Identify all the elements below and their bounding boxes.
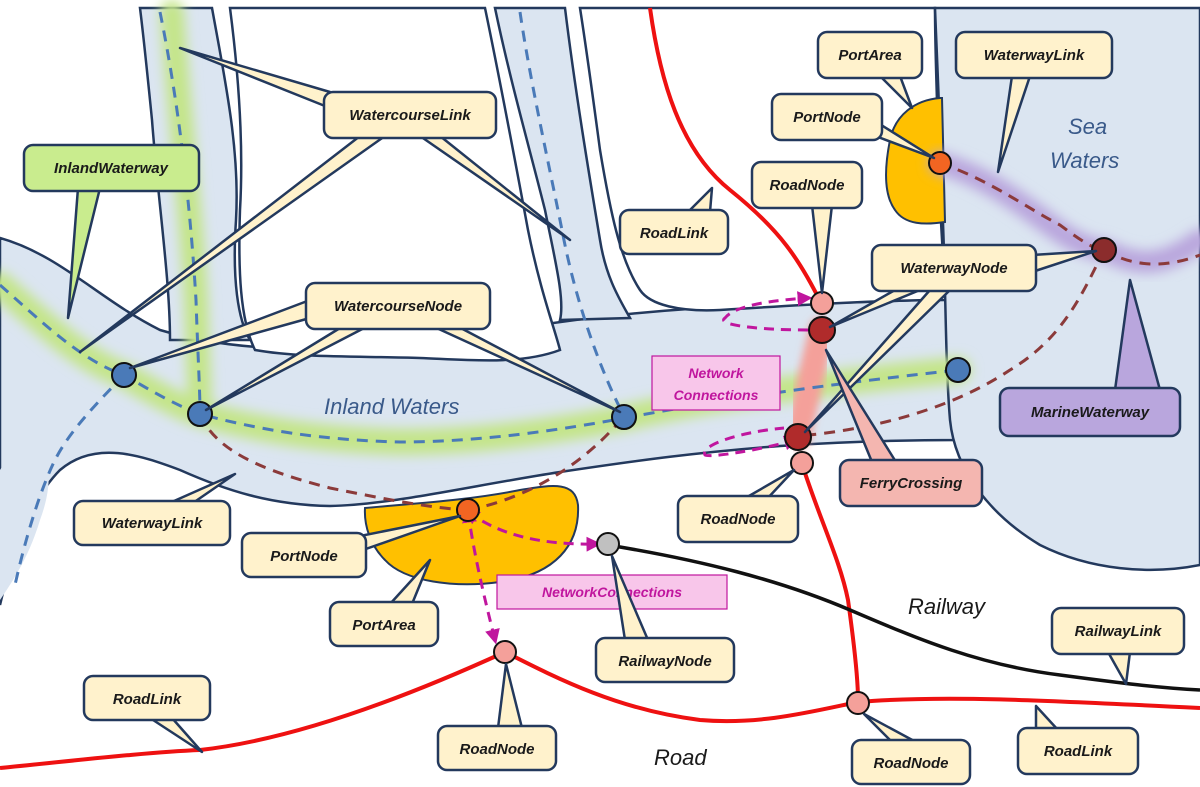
network-connections-line1: Network [688, 365, 744, 381]
port-area-top-callout [816, 30, 924, 80]
road-node-bottom-right-pointer [862, 712, 918, 744]
road-link-top-text: RoadLink [640, 225, 709, 242]
waterway-link-top-callout [954, 30, 1114, 80]
road-link-bottom-left-pointer [148, 716, 204, 754]
port-area-top-text: PortArea [838, 47, 901, 64]
port-node [928, 151, 952, 175]
ferry-crossing-callout [838, 458, 984, 508]
watercourse-link-text: WatercourseLink [349, 107, 471, 124]
callouts: InlandWaterway WatercourseLink Watercour… [22, 30, 1186, 786]
road-node-bottom-left-text: RoadNode [460, 741, 535, 758]
network-connections-box-lower: NetworkConnections [496, 574, 728, 610]
road-node-top-text: RoadNode [770, 177, 845, 194]
road-link-top-callout [618, 208, 730, 256]
network-connections-lower-text: NetworkConnections [542, 584, 682, 600]
ferry-crossing-text: FerryCrossing [860, 475, 963, 492]
railway-node-callout [594, 636, 736, 684]
road-node-mid-callout [676, 494, 800, 544]
road-node-top-callout [750, 160, 864, 210]
road-node-mid-text: RoadNode [701, 511, 776, 528]
watercourse-link-callout [322, 90, 498, 140]
network-connections-box-upper: Network Connections [651, 355, 781, 411]
road-node-bottom-left-pointer [496, 662, 524, 730]
watercourse-node-text: WatercourseNode [334, 298, 462, 315]
sea-waters-label-line2: Waters [1050, 148, 1119, 173]
road-link-bottom-right-text: RoadLink [1044, 743, 1113, 760]
railway-label: Railway [908, 594, 987, 619]
port-node-left-text: PortNode [270, 548, 338, 565]
railway-node [596, 532, 620, 556]
waterway-node [784, 423, 812, 451]
road-node-bottom-left-callout [436, 724, 558, 772]
port-area-upper [884, 97, 947, 225]
road-node [810, 291, 834, 315]
railway-node-text: RailwayNode [618, 653, 711, 670]
watercourse-node [945, 357, 971, 383]
railway-line [607, 543, 1200, 692]
road-node-bottom-right-text: RoadNode [874, 755, 949, 772]
port-node-top-callout [770, 92, 884, 142]
railway-link-text: RailwayLink [1075, 623, 1162, 640]
waterway-link-left-text: WaterwayLink [102, 515, 203, 532]
road-node [846, 691, 870, 715]
waterway-node-callout [870, 243, 1038, 293]
inland-waterway-text: InlandWaterway [54, 160, 169, 177]
sea-waters-label-line1: Sea [1068, 114, 1107, 139]
road-node [493, 640, 517, 664]
marine-waterway-text: MarineWaterway [1031, 404, 1150, 421]
road-link-bottom-right-callout [1016, 726, 1140, 776]
waterway-node [808, 316, 836, 344]
road-node-bottom-right-callout [850, 738, 972, 786]
railway-link-pointer [1106, 650, 1132, 686]
inland-waters-label: Inland Waters [324, 394, 459, 419]
waterway-node-text: WaterwayNode [900, 260, 1007, 277]
watercourse-node-callout [304, 281, 492, 331]
railway-link-callout [1050, 606, 1186, 656]
port-node [456, 498, 480, 522]
road-lines [0, 7, 1200, 770]
waterway-link-left-callout [72, 499, 232, 547]
road-label: Road [654, 745, 707, 770]
waterway-link-top-text: WaterwayLink [984, 47, 1085, 64]
road-link-bottom-left-text: RoadLink [113, 691, 182, 708]
road-link-bottom-right-pointer [1034, 704, 1060, 732]
port-area-left-text: PortArea [352, 617, 415, 634]
port-node-top-text: PortNode [793, 109, 861, 126]
marine-waterway-glow [929, 152, 1200, 273]
road-node [790, 451, 814, 475]
network-connection-arrows [462, 291, 813, 645]
marine-waterway-callout [998, 386, 1182, 438]
port-node-left-callout [240, 531, 368, 579]
watercourse-node [187, 401, 213, 427]
port-area-left-callout [328, 600, 440, 648]
network-connections-line2: Connections [674, 387, 759, 403]
road-link-bottom-left-callout [82, 674, 212, 722]
inland-waterway-callout [22, 143, 201, 193]
